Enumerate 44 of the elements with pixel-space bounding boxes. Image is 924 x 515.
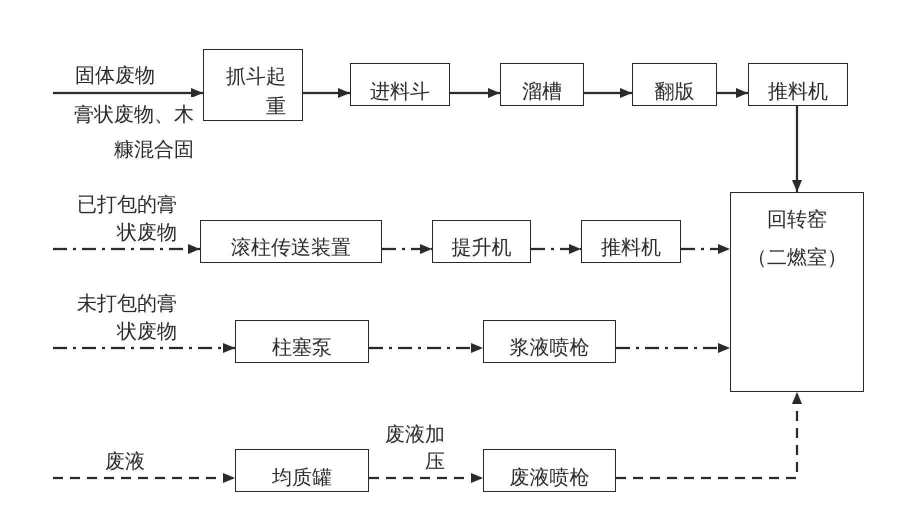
process-name: 提升机 <box>452 235 512 259</box>
flow-arrow <box>450 88 500 98</box>
process-box <box>748 63 848 106</box>
flow-arrow <box>369 473 483 483</box>
process-box <box>730 192 864 392</box>
edge-label: 固体废物 <box>75 62 155 88</box>
flow-arrow <box>369 343 483 353</box>
flow-arrow <box>584 88 632 98</box>
flow-arrow <box>53 343 235 353</box>
process-box <box>483 320 616 363</box>
flow-arrow <box>792 106 802 192</box>
flow-arrow <box>53 88 203 98</box>
process-box <box>203 49 303 121</box>
process-box <box>200 220 382 263</box>
flow-arrow <box>681 244 730 254</box>
process-box <box>235 449 369 492</box>
process-box <box>235 320 369 363</box>
flow-arrow <box>382 244 432 254</box>
process-name: 废液喷枪 <box>510 465 590 489</box>
process-name: 推料机 <box>768 79 828 103</box>
process-name: 均质罐 <box>272 465 332 489</box>
process-box <box>432 220 531 263</box>
flow-arrow <box>53 244 200 254</box>
process-name: 推料机 <box>601 235 661 259</box>
process-name: （二燃室） <box>747 245 847 269</box>
process-box <box>581 220 681 263</box>
process-box <box>483 449 616 492</box>
flow-arrow <box>53 473 235 483</box>
process-name: 滚柱传送装置 <box>231 235 351 259</box>
process-name: 抓斗起重 <box>225 63 286 120</box>
process-box <box>500 63 584 106</box>
process-box <box>350 63 450 106</box>
process-name: 浆液喷枪 <box>510 335 590 359</box>
flow-arrow <box>616 343 730 353</box>
flow-arrow <box>717 88 748 98</box>
flow-arrow <box>531 244 581 254</box>
flow-arrow <box>303 88 350 98</box>
flow-arrow <box>616 392 802 480</box>
process-name: 进料斗 <box>370 79 430 103</box>
process-name: 柱塞泵 <box>272 335 332 359</box>
process-name: 回转窑 <box>767 207 827 231</box>
process-box <box>632 63 717 106</box>
process-name: 翻版 <box>654 79 694 103</box>
process-name: 溜槽 <box>522 79 562 103</box>
